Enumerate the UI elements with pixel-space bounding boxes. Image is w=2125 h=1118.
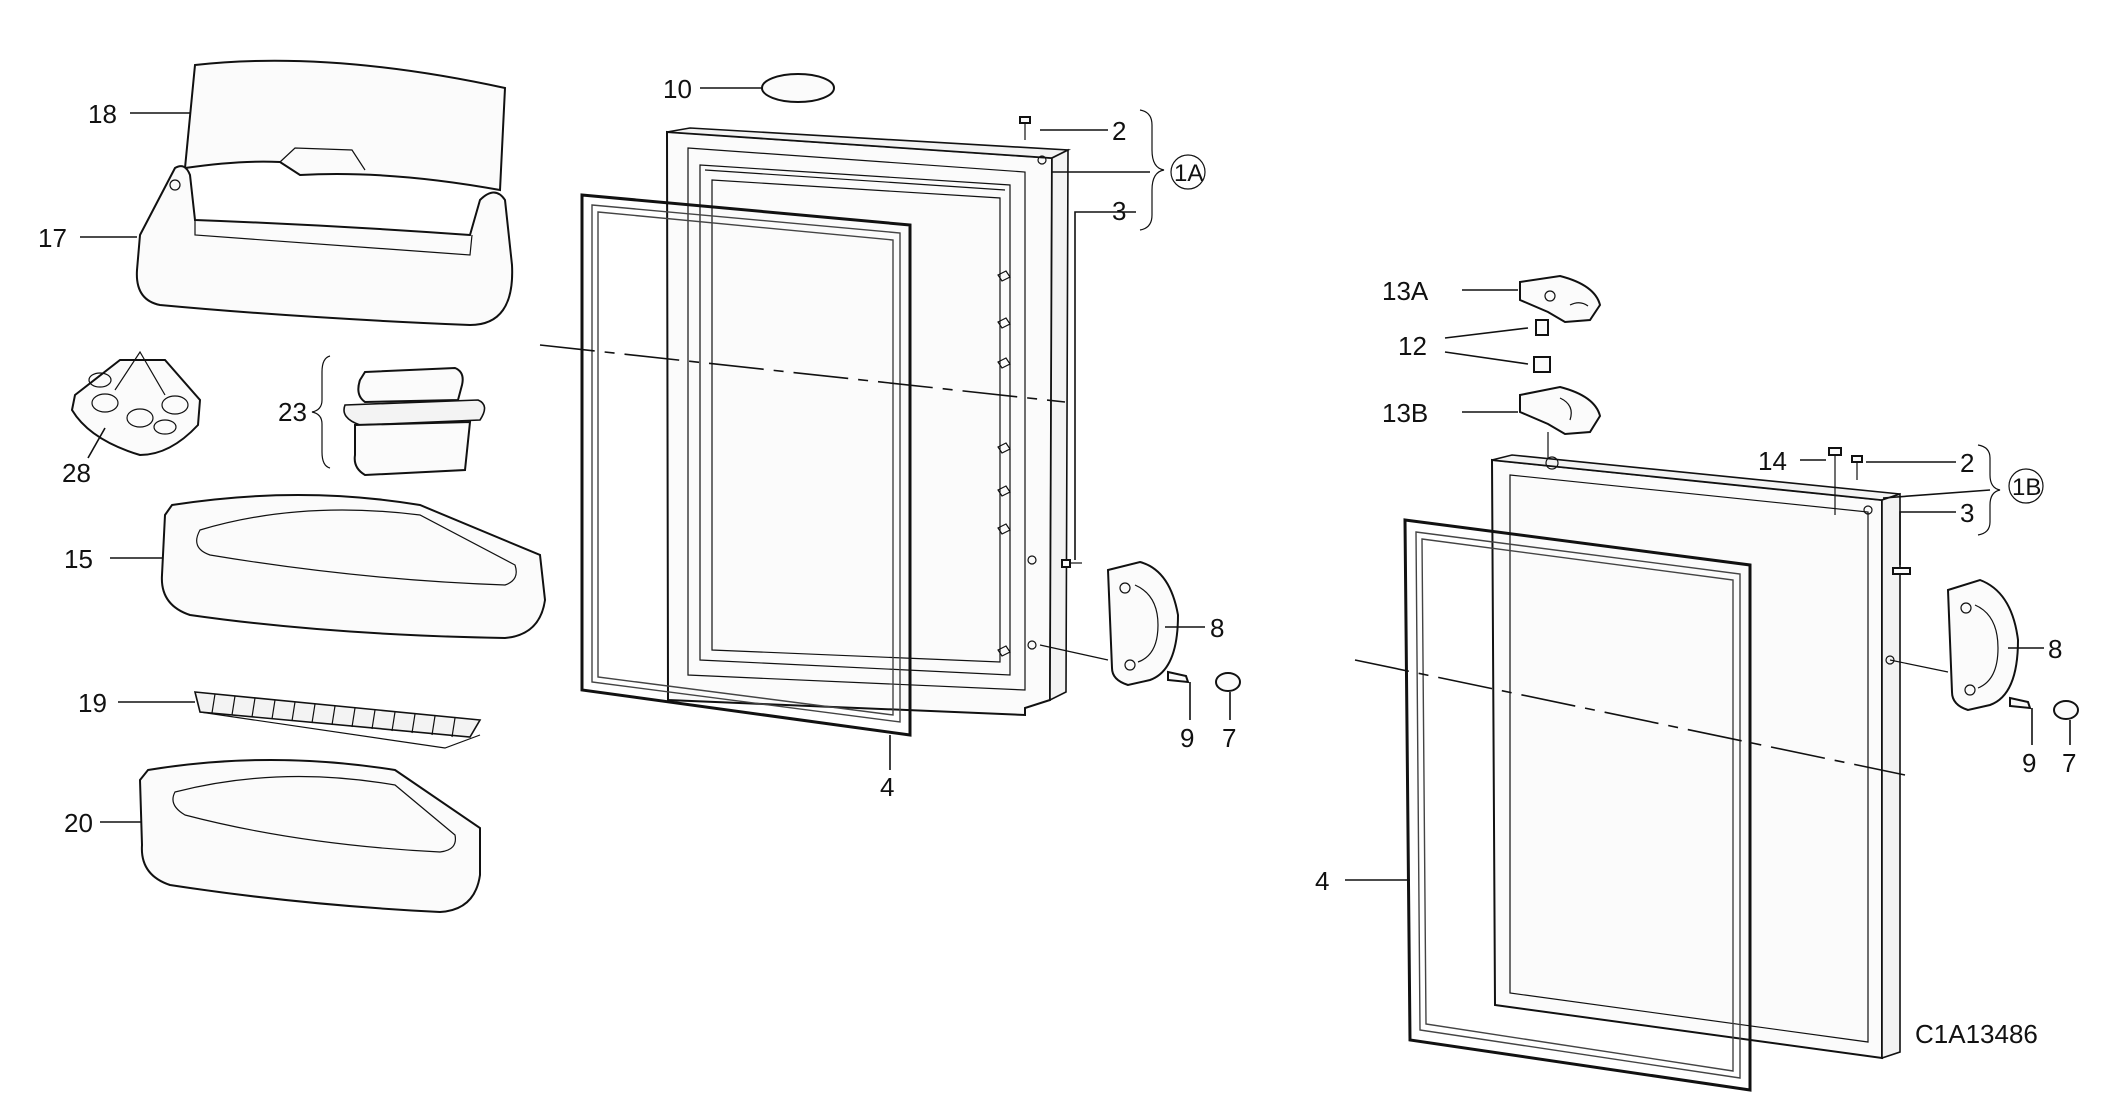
callout-3b: 3 [1960, 498, 1974, 528]
callout-2a: 2 [1112, 116, 1126, 146]
part-7-cap-b: 7 [2053, 700, 2079, 778]
part-2-screw-a: 2 [1019, 116, 1126, 146]
callout-4a: 4 [880, 772, 894, 802]
part-20-shelf: 20 [64, 759, 481, 914]
callout-13a: 13A [1382, 276, 1429, 306]
callout-20: 20 [64, 808, 93, 838]
callout-8b: 8 [2048, 634, 2062, 664]
part-17-tray: 17 [38, 165, 514, 327]
callout-2b: 2 [1960, 448, 1974, 478]
part-13a-hinge-top: 13A [1382, 274, 1602, 324]
callout-14: 14 [1758, 446, 1787, 476]
callout-15: 15 [64, 544, 93, 574]
callout-7a: 7 [1222, 723, 1236, 753]
part-13b-hinge-bottom: 13B [1382, 385, 1602, 462]
part-28-egg-tray: 28 [62, 350, 202, 488]
callout-18: 18 [88, 99, 117, 129]
part-9-screw-a: 9 [1167, 670, 1194, 753]
callout-7b: 7 [2062, 748, 2076, 778]
callout-8a: 8 [1210, 613, 1224, 643]
part-12-hinge-pins: 12 [1398, 319, 1551, 373]
part-8-handle-a: 8 [1039, 560, 1224, 687]
drawing-code: C1A13486 [1915, 1019, 2038, 1049]
callout-10: 10 [663, 74, 692, 104]
part-23-butter-box: 23 [278, 355, 486, 477]
callout-3a: 3 [1112, 196, 1126, 226]
callout-17: 17 [38, 223, 67, 253]
callout-circle-1a [1170, 154, 1206, 190]
callout-12: 12 [1398, 331, 1427, 361]
callout-19: 19 [78, 688, 107, 718]
part-1b-assembly-bracket: 1B [1882, 444, 2044, 536]
break-line-a [539, 344, 1066, 403]
part-1b-door-panel [1490, 454, 1901, 1060]
part-3-screw-a: 3 [1061, 196, 1136, 568]
callout-9b: 9 [2022, 748, 2036, 778]
callout-28: 28 [62, 458, 91, 488]
break-line-b [1354, 659, 1906, 776]
part-9-screw-b: 9 [2009, 696, 2036, 778]
callout-circle-1b [2008, 468, 2044, 504]
callout-23: 23 [278, 397, 307, 427]
part-18-lid: 18 [88, 59, 507, 192]
part-14-screw: 14 [1758, 446, 1842, 515]
part-1a-door-panel [665, 127, 1072, 717]
callout-13b: 13B [1382, 398, 1428, 428]
part-8-handle-b: 8 [1889, 578, 2062, 712]
callout-9a: 9 [1180, 723, 1194, 753]
part-19-grille: 19 [78, 688, 482, 749]
part-4-door-seal-a: 4 [580, 193, 912, 802]
part-15-shelf: 15 [64, 494, 547, 640]
part-4-door-seal-b: 4 [1315, 518, 1752, 1092]
callout-4b: 4 [1315, 866, 1329, 896]
part-7-cap-a: 7 [1215, 672, 1241, 753]
part-3-screw-b: 3 [1892, 498, 1974, 575]
part-10-plug: 10 [663, 73, 835, 104]
part-1a-assembly-bracket: 1A [1052, 109, 1206, 231]
part-2-screw-b: 2 [1851, 448, 1974, 480]
callout-1a: 1A [1174, 160, 1203, 187]
callout-1b: 1B [2012, 474, 2041, 501]
